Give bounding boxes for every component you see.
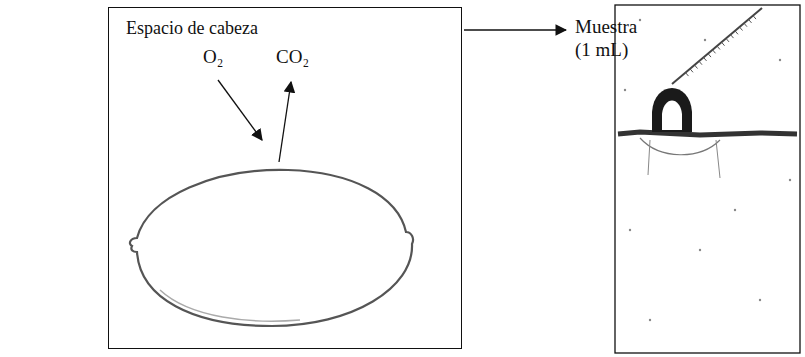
co2-arrow: [279, 82, 291, 162]
lemon: [130, 170, 413, 326]
syringe-photo: [615, 5, 800, 353]
label: Muestra (1 mL): [575, 16, 653, 62]
lemon-shading: [160, 290, 300, 321]
label: O₂: [203, 46, 223, 69]
label: CO₂: [276, 46, 309, 69]
o2-arrow: [218, 80, 262, 140]
box-heading: Espacio de cabeza: [126, 18, 444, 40]
sample-arrow: [464, 29, 566, 30]
